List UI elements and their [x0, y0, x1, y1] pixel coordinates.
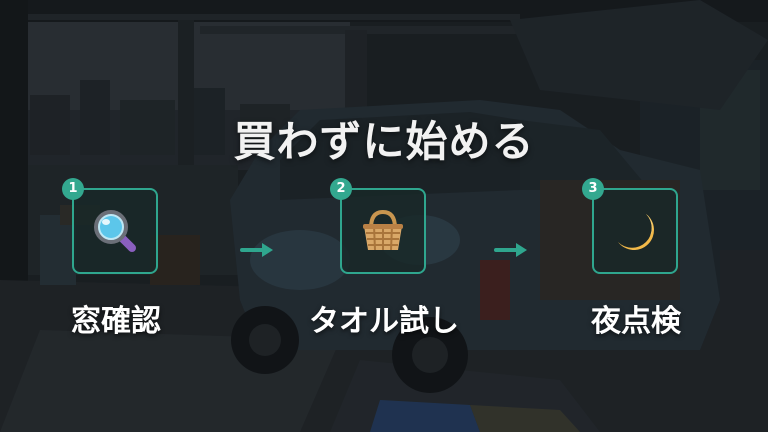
step-1-badge: 1: [62, 178, 84, 200]
step-2-icon-box: [340, 188, 426, 274]
page-title: 買わずに始める: [233, 117, 535, 166]
arrow-right-icon: [240, 243, 273, 257]
step-1-label: 窓確認: [71, 304, 161, 339]
step-2-label: タオル試し: [309, 304, 459, 339]
crescent-moon-icon: [618, 214, 654, 250]
step-2-badge: 2: [330, 178, 352, 200]
arrow-right-icon: [494, 243, 527, 257]
step-3-label: 夜点検: [591, 304, 681, 339]
basket-icon: [363, 209, 403, 251]
step-1-icon-box: [72, 188, 158, 274]
step-3-badge: 3: [582, 178, 604, 200]
magnifier-icon: [94, 210, 136, 252]
step-3-icon-box: [592, 188, 678, 274]
